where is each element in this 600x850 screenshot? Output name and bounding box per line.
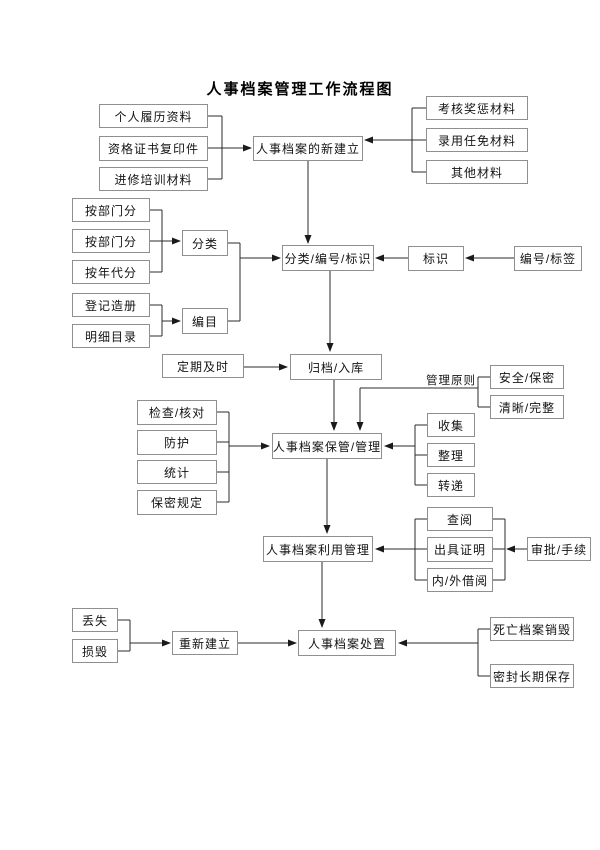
node-by-year: 按年代分	[72, 260, 150, 284]
node-classify: 分类	[182, 230, 228, 256]
node-other-material: 其他材料	[426, 160, 528, 184]
label-mgmt-principle: 管理原则	[426, 375, 476, 387]
node-catalog: 编目	[182, 308, 228, 334]
node-borrow: 内/外借阅	[427, 568, 493, 592]
node-mark: 标识	[408, 246, 464, 271]
node-new-file: 人事档案的新建立	[253, 136, 363, 161]
node-keep-mgmt: 人事档案保管/管理	[272, 433, 382, 459]
node-consult: 查阅	[427, 507, 493, 531]
node-employment-material: 录用任免材料	[426, 128, 528, 152]
node-secrecy-rules: 保密规定	[137, 490, 217, 515]
node-issue-cert: 出具证明	[427, 537, 493, 562]
node-approval: 审批/手续	[527, 537, 591, 561]
node-death-destroy: 死亡档案销毁	[490, 617, 574, 641]
node-disposal: 人事档案处置	[298, 630, 396, 656]
node-register: 登记造册	[72, 293, 150, 317]
node-number-label: 编号/标签	[514, 246, 582, 271]
node-detail-catalog: 明细目录	[72, 324, 150, 348]
node-assessment-material: 考核奖惩材料	[426, 96, 528, 120]
node-qualification-copy: 资格证书复印件	[99, 136, 208, 161]
node-archive-storage: 归档/入库	[290, 354, 382, 380]
node-regular-timely: 定期及时	[162, 354, 244, 378]
node-by-department-1: 按部门分	[72, 198, 150, 222]
node-classify-number-mark: 分类/编号/标识	[282, 245, 374, 271]
node-clear-complete: 清晰/完整	[490, 395, 564, 419]
node-rebuild: 重新建立	[172, 631, 238, 655]
node-seal-preserve: 密封长期保存	[490, 664, 574, 688]
diagram-title: 人事档案管理工作流程图	[206, 81, 394, 98]
node-damaged: 损毁	[72, 639, 118, 663]
node-transfer: 转递	[427, 473, 475, 497]
node-protection: 防护	[137, 430, 217, 455]
node-by-department-2: 按部门分	[72, 229, 150, 253]
node-training-material: 进修培训材料	[99, 167, 208, 191]
node-collect: 收集	[427, 413, 475, 437]
node-check-verify: 检查/核对	[137, 400, 217, 425]
node-personal-resume: 个人履历资料	[99, 104, 208, 128]
node-statistics: 统计	[137, 460, 217, 484]
node-safety-secrecy: 安全/保密	[490, 365, 564, 389]
node-lost: 丢失	[72, 608, 118, 632]
node-organize: 整理	[427, 443, 475, 467]
node-use-mgmt: 人事档案利用管理	[263, 536, 373, 562]
